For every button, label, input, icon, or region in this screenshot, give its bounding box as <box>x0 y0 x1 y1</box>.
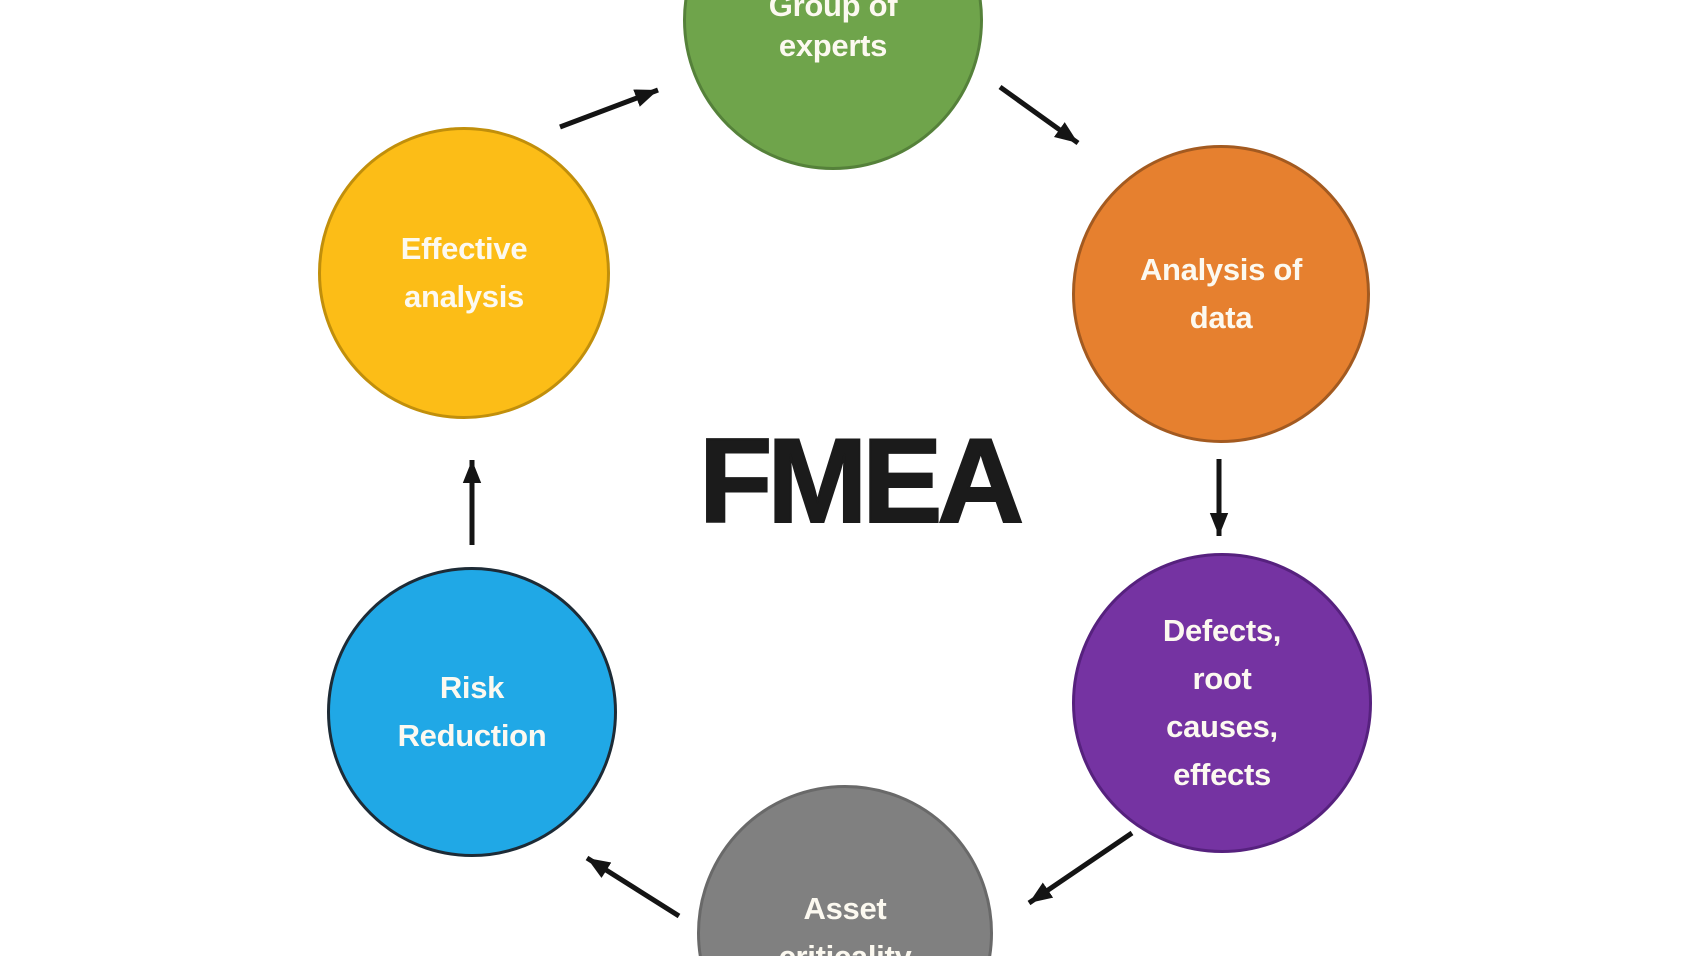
diagram-title: FMEA <box>698 414 1025 548</box>
node-label-asset-criticality: Asset criticality <box>779 891 912 956</box>
node-label-group-of-experts: Group of experts <box>768 0 898 63</box>
node-group-of-experts: Group of experts <box>683 0 983 170</box>
arrow-effective-to-group <box>559 87 659 130</box>
arrow-asset-to-risk <box>585 855 681 919</box>
node-asset-criticality: Asset criticality <box>697 785 993 956</box>
node-defects-root-causes-effects: Defects, root causes, effects <box>1072 553 1372 853</box>
arrow-defects-to-asset <box>1027 830 1134 906</box>
node-label-risk-reduction: Risk Reduction <box>397 670 547 753</box>
node-effective-analysis: Effective analysis <box>318 127 610 419</box>
node-label-analysis-of-data: Analysis of data <box>1139 252 1303 335</box>
node-analysis-of-data: Analysis of data <box>1072 145 1370 443</box>
node-label-defects-root-causes-effects: Defects, root causes, effects <box>1162 613 1282 792</box>
node-label-effective-analysis: Effective analysis <box>400 231 528 314</box>
arrow-group-to-analysis <box>998 84 1080 146</box>
node-risk-reduction: Risk Reduction <box>327 567 617 857</box>
